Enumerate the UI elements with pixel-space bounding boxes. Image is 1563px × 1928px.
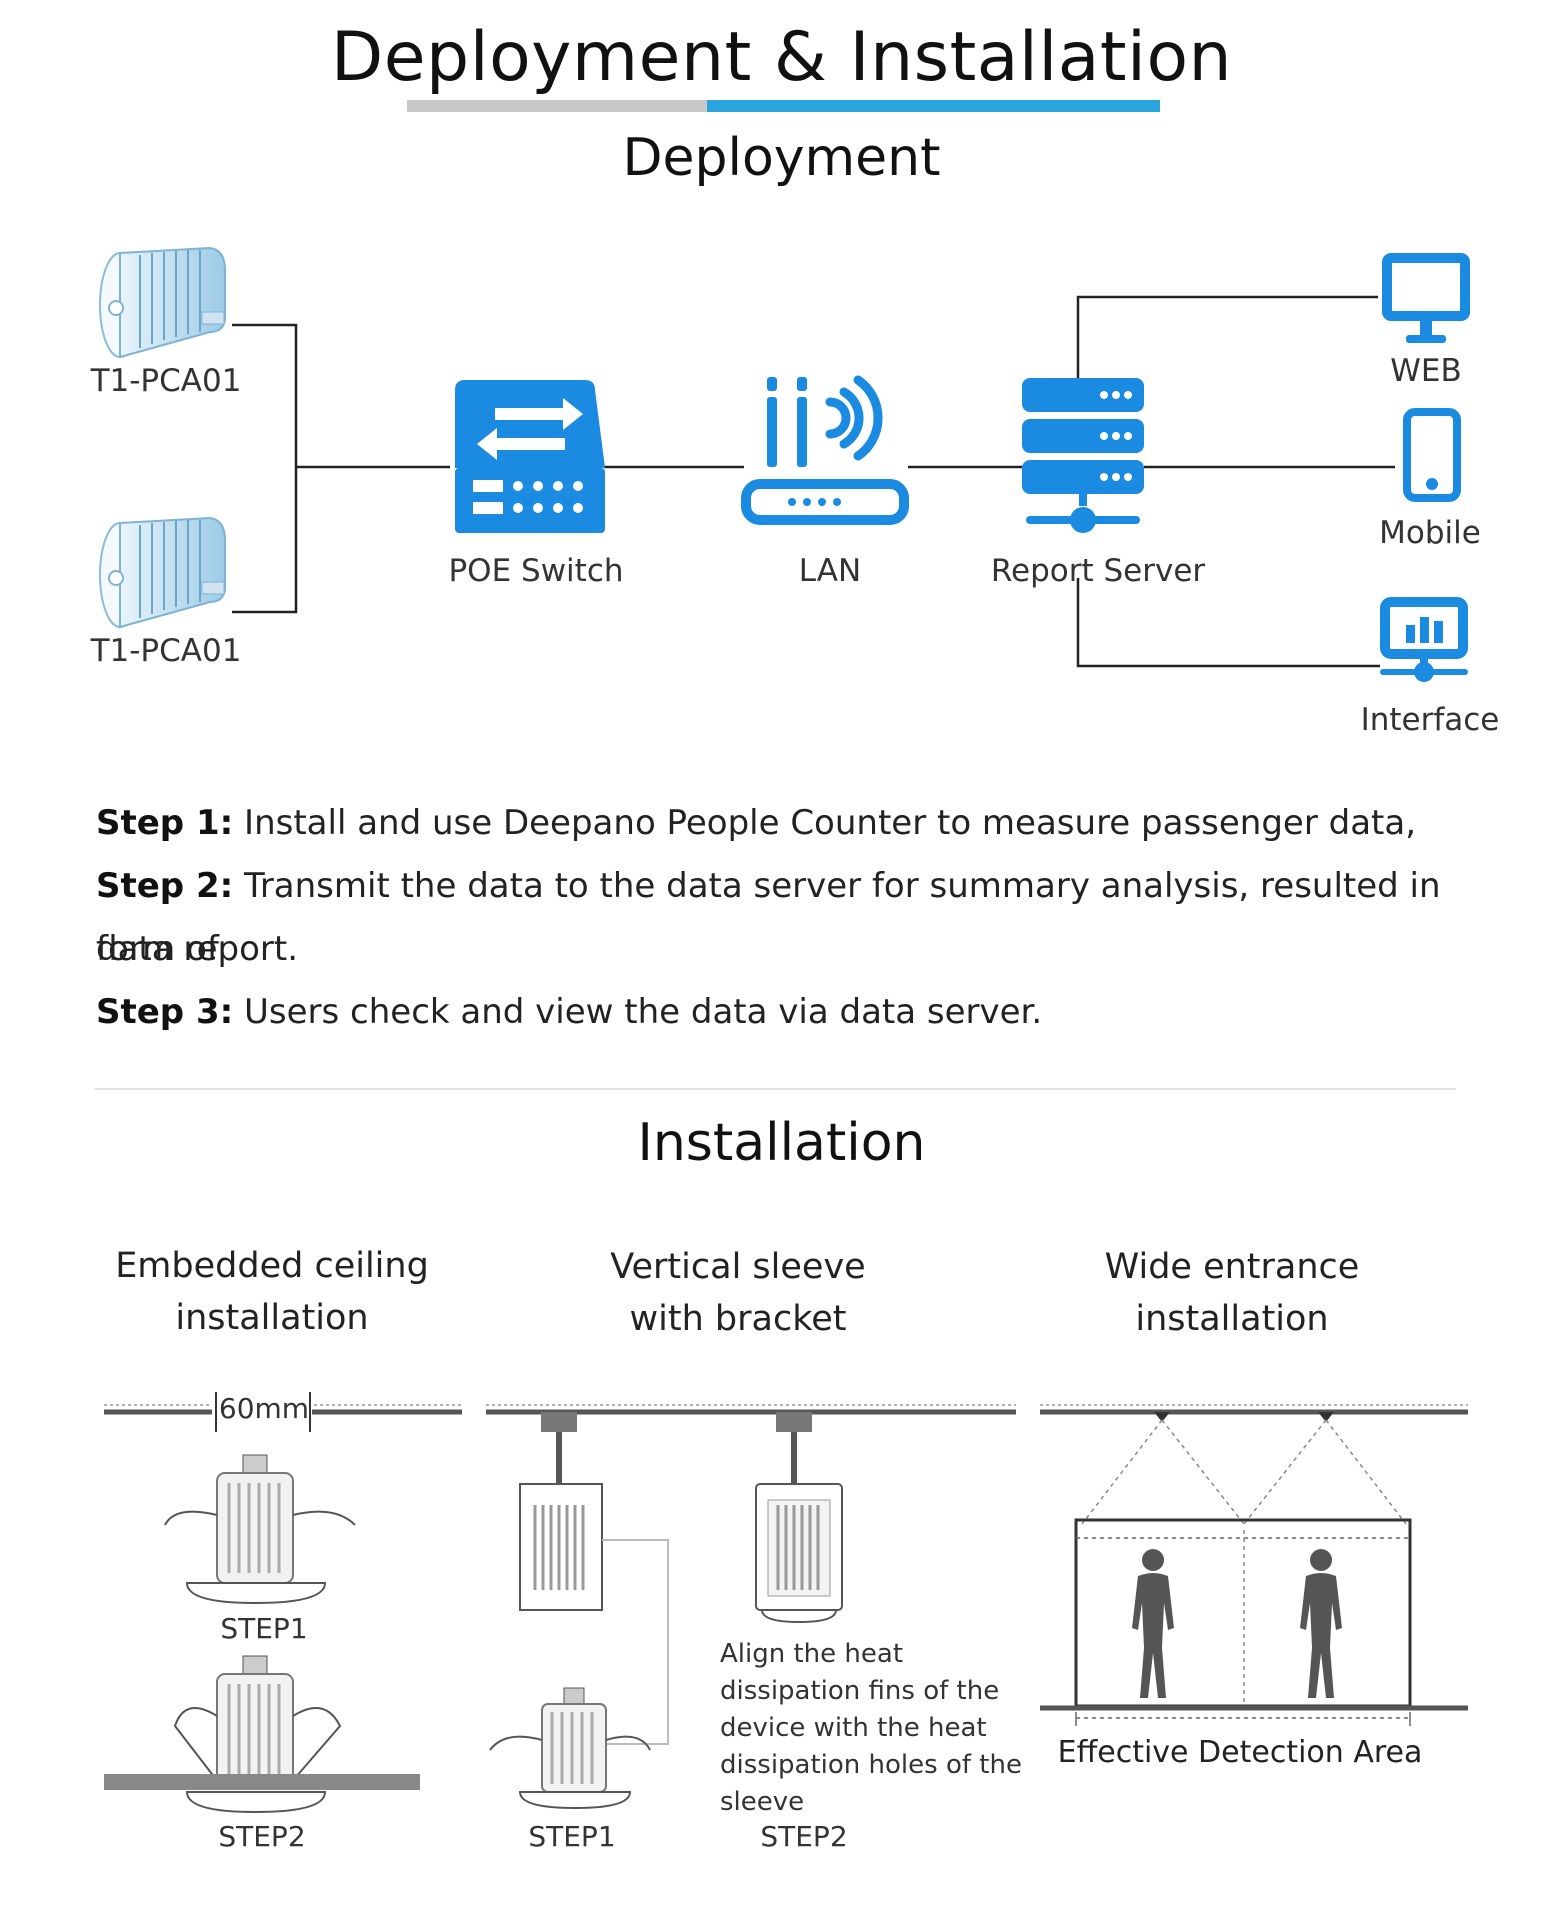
people-counter-device-icon xyxy=(99,246,226,359)
installation-title: Installation xyxy=(637,1113,926,1173)
report-server-label: Report Server xyxy=(990,553,1206,589)
router-icon xyxy=(741,375,909,525)
interface-icon xyxy=(1380,597,1468,682)
interface-label: Interface xyxy=(1360,702,1500,738)
person-icon xyxy=(1300,1549,1342,1698)
embedded-step2-label: STEP2 xyxy=(218,1820,306,1853)
page-title: Deployment & Installation xyxy=(330,18,1233,97)
embedded-step1-label: STEP1 xyxy=(220,1612,308,1645)
step-1: Step 1: Install and use Deepano People C… xyxy=(96,803,1417,843)
ceiling-panel xyxy=(104,1774,420,1790)
sleeve-step1-label: STEP1 xyxy=(528,1820,616,1853)
mobile-icon xyxy=(1403,408,1461,502)
web-label: WEB xyxy=(1390,353,1462,389)
device-label-bottom: T1-PCA01 xyxy=(90,633,242,669)
sleeve-bracket-1 xyxy=(519,1412,603,1611)
step-3: Step 3: Users check and view the data vi… xyxy=(96,992,1043,1032)
wide-entrance-drawing xyxy=(1040,1412,1468,1726)
deployment-title: Deployment xyxy=(622,128,941,188)
step-2: Step 2: Transmit the data to the data se… xyxy=(96,866,1441,969)
step-2-continued: data report. xyxy=(96,929,299,969)
title-underline-blue xyxy=(707,100,1160,112)
detection-area-label: Effective Detection Area xyxy=(1057,1735,1423,1770)
server-icon xyxy=(1022,378,1144,533)
people-counter-device-icon xyxy=(99,516,226,629)
section-divider xyxy=(94,1088,1456,1090)
person-icon xyxy=(1132,1549,1174,1698)
monitor-icon xyxy=(1382,253,1470,343)
device-label-top: T1-PCA01 xyxy=(90,363,242,399)
poe-switch-label: POE Switch xyxy=(448,553,624,589)
title-underline-gray xyxy=(407,100,707,112)
poe-switch-icon xyxy=(455,380,605,533)
sleeve-step1-device xyxy=(489,1687,651,1810)
sleeve-step2-label: STEP2 xyxy=(760,1820,848,1853)
embedded-step1-device xyxy=(164,1454,356,1605)
embedded-step2-device xyxy=(173,1655,342,1785)
mobile-label: Mobile xyxy=(1379,515,1481,551)
dimension-label: 60mm xyxy=(218,1392,310,1425)
align-note: Align the heat dissipation fins of the d… xyxy=(720,1639,1022,1817)
lan-label: LAN xyxy=(798,553,862,589)
network-lines xyxy=(232,295,1395,668)
sleeve-bracket-2 xyxy=(755,1412,843,1624)
